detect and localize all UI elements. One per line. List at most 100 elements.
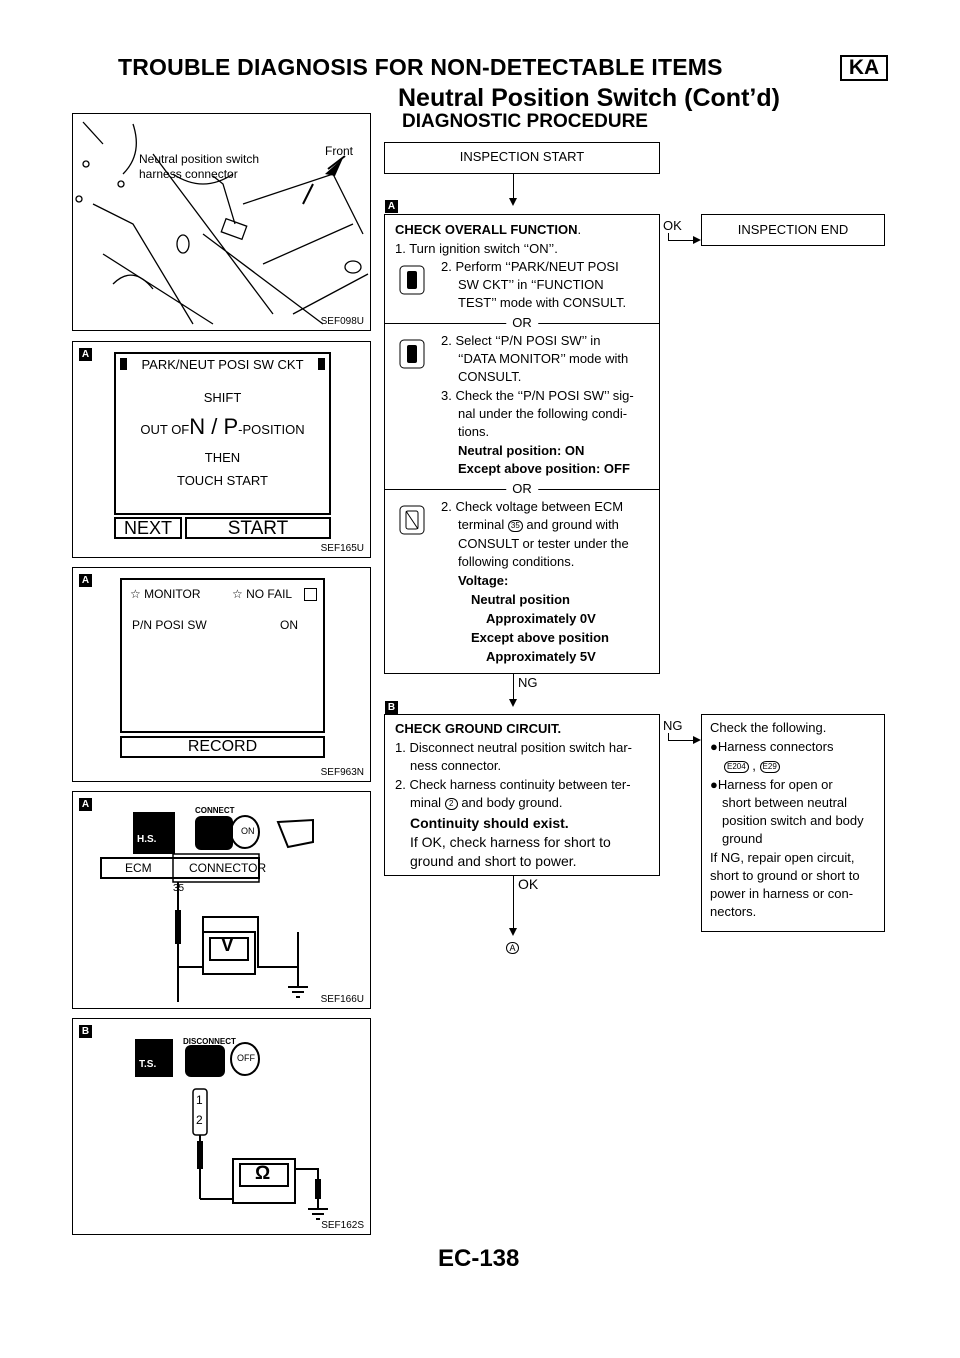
step-a-line: CONSULT or tester under the bbox=[458, 536, 629, 551]
figure-data-monitor: A ☆ MONITOR ☆ NO FAIL P/N POSI SW ON REC… bbox=[72, 567, 371, 782]
continuity-check-diagram bbox=[135, 1039, 328, 1220]
engine-bay-sketch bbox=[75, 121, 369, 325]
flow-connector bbox=[513, 174, 514, 200]
page-subtitle: Neutral Position Switch (Cont’d) bbox=[398, 84, 780, 112]
section-badge: KA bbox=[840, 55, 888, 81]
pin-2-label: 2 bbox=[196, 1113, 203, 1127]
figure-caption: SEF162S bbox=[321, 1220, 364, 1231]
step-a-line: tions. bbox=[458, 424, 490, 439]
screen-line-3: THEN bbox=[204, 450, 241, 465]
check-ground-circuit-box: CHECK GROUND CIRCUIT. 1. Disconnect neut… bbox=[384, 714, 660, 876]
consult-icon bbox=[399, 339, 425, 369]
ts-label: T.S. bbox=[139, 1059, 157, 1070]
or-divider: OR bbox=[385, 316, 659, 330]
figure-continuity-check: B T.S. DISCONNECT OFF 1 2 Ω SEF162S bbox=[72, 1018, 371, 1235]
status-checkbox bbox=[304, 588, 317, 601]
remedy-line: ●Harness connectors bbox=[710, 739, 834, 754]
step-a-condition: Except above position bbox=[471, 630, 609, 645]
screen-line-2: OUT OFN / P-POSITION bbox=[140, 414, 305, 439]
tester-icon bbox=[399, 505, 425, 535]
step-a-line: following conditions. bbox=[458, 554, 575, 569]
step-a-condition: Voltage: bbox=[458, 573, 509, 588]
off-label: OFF bbox=[237, 1053, 255, 1063]
remedy-line: ●Harness for open or bbox=[710, 777, 833, 792]
step-b-line: ground and short to power. bbox=[410, 853, 577, 869]
step-a-condition: Except above position: OFF bbox=[458, 461, 630, 476]
ng-label: NG bbox=[663, 718, 683, 733]
marker-a: A bbox=[79, 798, 92, 811]
record-button[interactable]: RECORD bbox=[120, 736, 325, 758]
figure-function-test: A PARK/NEUT POSI SW CKT SHIFT OUT OFN / … bbox=[72, 341, 371, 558]
flow-connector bbox=[513, 876, 514, 930]
monitor-screen: ☆ MONITOR ☆ NO FAIL P/N POSI SW ON bbox=[120, 578, 325, 733]
connector-label-2: harness connector bbox=[139, 167, 238, 181]
step-a-line: SW CKT’’ in ‘‘FUNCTION bbox=[458, 277, 604, 292]
remedy-line: short between neutral bbox=[722, 795, 848, 810]
remedy-line: nectors. bbox=[710, 904, 757, 919]
pin-1-label: 1 bbox=[196, 1093, 203, 1107]
consult-icon bbox=[399, 265, 425, 295]
or-divider: OR bbox=[385, 482, 659, 496]
flow-connector bbox=[668, 740, 695, 741]
arrow-right-icon bbox=[693, 236, 701, 244]
voltage-check-diagram bbox=[100, 812, 314, 1002]
connector-codes: E204 , E29 bbox=[724, 757, 780, 776]
arrow-down-icon bbox=[509, 928, 517, 936]
step-a-line: 2. Check voltage between ECM bbox=[441, 499, 624, 514]
step-a-line: CONSULT. bbox=[458, 369, 522, 384]
step-b-condition: Continuity should exist. bbox=[410, 815, 569, 831]
step-b-line: minal 2 and body ground. bbox=[410, 795, 563, 810]
screen-title: PARK/NEUT POSI SW CKT bbox=[141, 357, 304, 372]
flow-connector bbox=[668, 240, 695, 241]
step-b-line: 2. Check harness continuity between ter- bbox=[395, 777, 631, 792]
remedy-line: power in harness or con- bbox=[710, 886, 854, 901]
disconnect-label: DISCONNECT bbox=[183, 1037, 236, 1046]
marker-a: A bbox=[79, 574, 92, 587]
step-a-line: TEST’’ mode with CONSULT. bbox=[458, 295, 627, 310]
ok-label: OK bbox=[663, 218, 682, 233]
step-a-line: 2. Perform ‘‘PARK/NEUT POSI bbox=[441, 259, 619, 274]
monitor-item: P/N POSI SW bbox=[132, 618, 207, 632]
check-overall-function-box: CHECK OVERALL FUNCTION. 1. Turn ignition… bbox=[384, 214, 660, 674]
page-header-title: TROUBLE DIAGNOSIS FOR NON-DETECTABLE ITE… bbox=[118, 54, 723, 80]
ok-label: OK bbox=[518, 876, 539, 892]
connector-label: Neutral position switch bbox=[139, 152, 260, 166]
consult-screen: PARK/NEUT POSI SW CKT SHIFT OUT OFN / P-… bbox=[114, 352, 331, 515]
inspection-end-box: INSPECTION END bbox=[701, 214, 885, 246]
arrow-down-icon bbox=[509, 699, 517, 707]
hs-label: H.S. bbox=[137, 834, 157, 845]
figure-caption: SEF098U bbox=[320, 316, 364, 327]
remedy-line: position switch and body bbox=[722, 813, 864, 828]
ohmmeter-label: Ω bbox=[255, 1163, 271, 1184]
step-a-line: 1. Turn ignition switch ‘‘ON’’. bbox=[395, 241, 558, 256]
start-button[interactable]: START bbox=[185, 517, 331, 539]
step-b-line: 1. Disconnect neutral position switch ha… bbox=[395, 740, 633, 755]
front-label: Front bbox=[325, 144, 354, 158]
figure-voltage-check: A H.S. CONNECT ON ECM CONNECTOR 35 V SEF… bbox=[72, 791, 371, 1009]
monitor-value: ON bbox=[280, 618, 298, 632]
no-fail-header: ☆ NO FAIL bbox=[232, 587, 293, 601]
step-a-line: terminal 35 and ground with bbox=[458, 517, 619, 532]
terminal-badge: 2 bbox=[444, 797, 458, 810]
arrow-down-icon bbox=[509, 198, 517, 206]
voltmeter-label: V bbox=[221, 935, 234, 956]
marker-b: B bbox=[79, 1025, 92, 1038]
figure-caption: SEF963N bbox=[320, 767, 364, 778]
step-a-line: nal under the following condi- bbox=[458, 406, 628, 421]
step-marker-b: B bbox=[385, 701, 398, 714]
step-a-condition: Approximately 5V bbox=[486, 649, 596, 664]
step-b-line: If OK, check harness for short to bbox=[410, 834, 611, 850]
page-number: EC-138 bbox=[438, 1245, 520, 1272]
screen-line-1: SHIFT bbox=[203, 390, 242, 405]
pin-label: 35 bbox=[173, 883, 185, 894]
step-a-line: 3. Check the ‘‘P/N POSI SW’’ sig- bbox=[441, 388, 634, 403]
goto-marker-a: A bbox=[506, 942, 519, 954]
step-a-line: 2. Select ‘‘P/N POSI SW’’ in bbox=[441, 333, 601, 348]
marker-a: A bbox=[79, 348, 92, 361]
remedy-line: Check the following. bbox=[710, 720, 827, 735]
next-button[interactable]: NEXT bbox=[114, 517, 182, 539]
on-label: ON bbox=[241, 826, 255, 836]
ecm-label: ECM bbox=[125, 861, 152, 875]
connect-label: CONNECT bbox=[195, 806, 235, 815]
inspection-start-box: INSPECTION START bbox=[384, 142, 660, 174]
